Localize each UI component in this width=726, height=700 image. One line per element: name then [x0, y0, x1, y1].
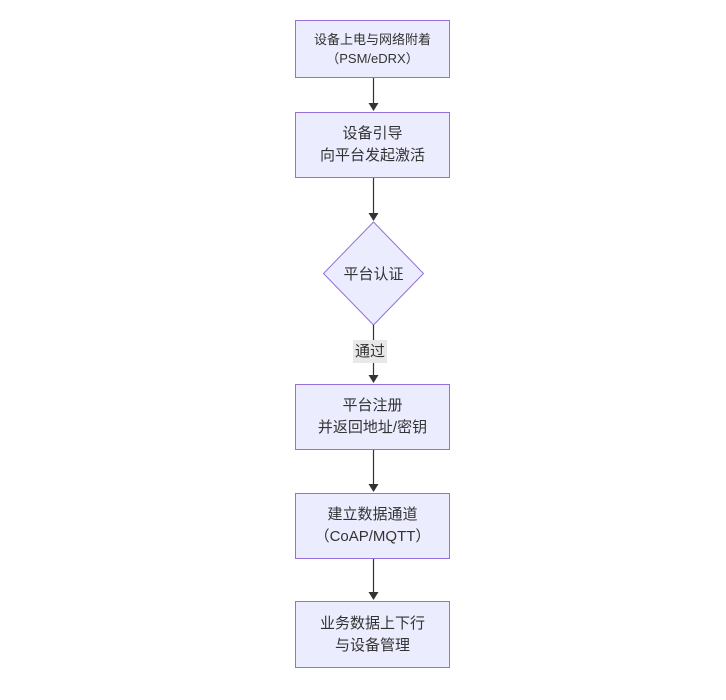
- decision-platform-auth: 平台认证: [343, 266, 404, 283]
- arrowhead-icon: [368, 592, 379, 600]
- node-platform-register: 平台注册 并返回地址/密钥: [295, 384, 450, 450]
- node-label-line: 与设备管理: [334, 636, 410, 654]
- arrowhead-icon: [368, 484, 379, 492]
- node-device-bootstrap: 设备引导 向平台发起激活: [295, 112, 450, 178]
- node-label-line: （PSM/eDRX）: [326, 51, 419, 66]
- decision-diamond-shape: [322, 221, 425, 326]
- node-business-data: 业务数据上下行 与设备管理: [295, 601, 450, 668]
- arrowhead-icon: [368, 103, 379, 111]
- node-label-line: 设备引导: [342, 125, 403, 142]
- node-data-channel: 建立数据通道 （CoAP/MQTT）: [295, 493, 450, 559]
- node-label-line: 业务数据上下行: [319, 614, 425, 632]
- edge-label-pass: 通过: [352, 340, 388, 363]
- arrowhead-icon: [368, 213, 379, 221]
- arrowhead-icon: [368, 375, 379, 383]
- node-label-line: 并返回地址/密钥: [317, 419, 428, 436]
- node-label-line: （CoAP/MQTT）: [314, 528, 431, 545]
- node-power-network-attach: 设备上电与网络附着 （PSM/eDRX）: [295, 20, 450, 78]
- node-label-line: 平台注册: [342, 397, 403, 414]
- node-label-line: 向平台发起激活: [319, 147, 425, 164]
- node-label-line: 设备上电与网络附着: [313, 32, 431, 47]
- node-label-line: 建立数据通道: [327, 506, 418, 523]
